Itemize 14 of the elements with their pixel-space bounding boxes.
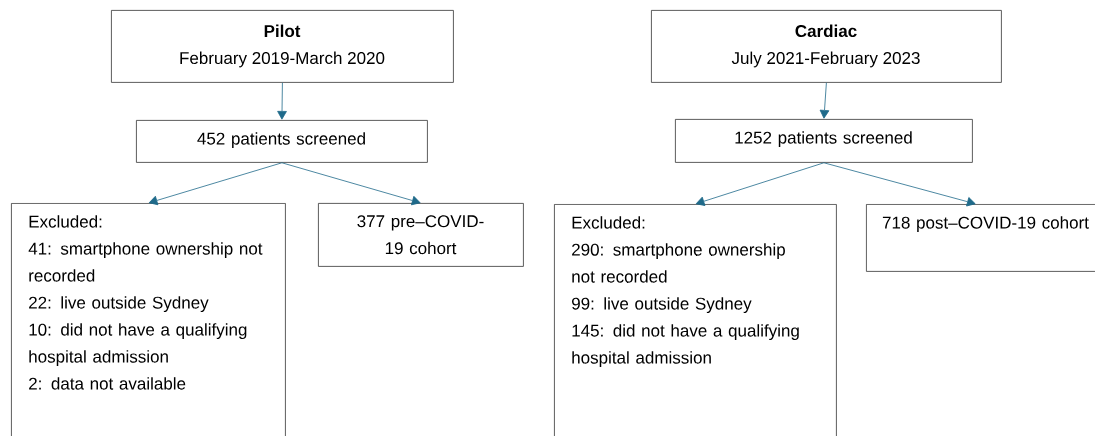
study-box: Cardiac July 2021-February 2023	[651, 10, 1002, 83]
arrow	[148, 162, 283, 206]
arrow	[277, 82, 287, 120]
arrow	[281, 162, 421, 206]
arrow	[695, 162, 825, 206]
process-box: 1252 patients screened	[675, 119, 973, 163]
arrow	[819, 82, 830, 119]
study-box: Pilot February 2019-March 2020	[111, 10, 454, 83]
arrow	[823, 162, 976, 207]
exclusion-box: Excluded: 41: smartphone ownership not recorded 22: live outside Sydney 10: did not have a qualifying hospital admission 2: data not available	[11, 203, 286, 436]
process-box: 718 post–COVID-19 cohort	[866, 204, 1095, 272]
exclusion-box: Excluded: 290: smartphone ownership not recorded 99: live outside Sydney 145: did not have a qualifying hospital admission	[554, 204, 837, 436]
process-box: 452 patients screened	[136, 120, 428, 163]
process-box: 377 pre–COVID-19 cohort	[318, 203, 524, 267]
